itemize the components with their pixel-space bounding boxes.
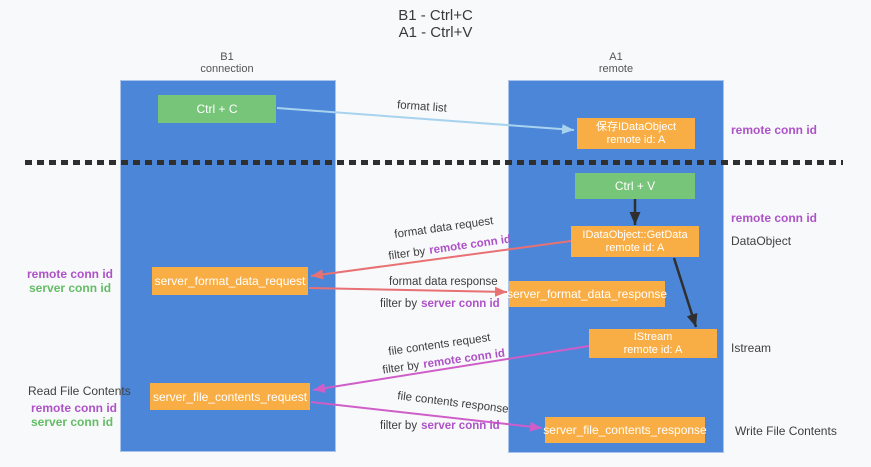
node-file-response-label: server_file_contents_response	[543, 423, 707, 437]
label-server-conn-id-format-left: server conn id	[29, 281, 112, 295]
node-ctrl-v: Ctrl + V	[575, 173, 695, 199]
diagram-title: B1 - Ctrl+C A1 - Ctrl+V	[0, 7, 871, 41]
phase-divider-dashed-line	[25, 160, 843, 165]
label-file-contents-response: file contents response	[396, 390, 510, 416]
label-remote-conn-id-file-left: remote conn id	[31, 401, 118, 415]
remote-conn-id-text: remote conn id	[428, 233, 512, 257]
arrow-format-data-response	[308, 286, 508, 297]
lane-header-b1: B1 connection	[167, 51, 287, 75]
label-format-list: format list	[396, 99, 448, 115]
node-ctrl-v-label: Ctrl + V	[614, 179, 656, 193]
node-getdata-line2: remote id: A	[605, 241, 665, 254]
node-format-response-label: server_format_data_response	[506, 287, 668, 301]
node-file-request-label: server_file_contents_request	[152, 389, 308, 404]
node-server-file-contents-response: server_file_contents_response	[543, 417, 707, 443]
node-istream-line2: remote id: A	[623, 343, 683, 356]
label-remote-conn-id-top-right: remote conn id	[731, 123, 818, 137]
label-server-conn-id-file-left: server conn id	[31, 415, 114, 429]
node-getdata-line1: IDataObject::GetData	[582, 228, 688, 241]
node-server-format-data-request: server_format_data_request	[152, 267, 308, 295]
node-istream: IStream remote id: A	[589, 329, 717, 358]
node-server-file-contents-request: server_file_contents_request	[150, 383, 310, 410]
label-write-file-contents: Write File Contents	[735, 424, 837, 438]
filter-by-text: filter by	[380, 298, 418, 310]
node-ctrl-c: Ctrl + C	[158, 95, 276, 123]
lane-header-a1: A1 remote	[556, 51, 676, 75]
label-format-data-response: format data response	[389, 276, 498, 288]
node-save-idataobject: 保存IDataObject remote id: A	[577, 118, 695, 149]
title-line-b1: B1 - Ctrl+C	[398, 7, 473, 24]
server-conn-id-text: server conn id	[421, 420, 500, 432]
filter-by-text: filter by	[381, 359, 421, 377]
node-save-idataobject-line2: remote id: A	[606, 133, 666, 146]
label-dataobject: DataObject	[731, 234, 792, 248]
label-remote-conn-id-format-left: remote conn id	[27, 267, 114, 281]
node-ctrl-c-label: Ctrl + C	[196, 102, 238, 116]
lane-b1-subtitle: connection	[200, 63, 254, 75]
label-istream: Istream	[731, 341, 772, 355]
filter-by-text: filter by	[387, 245, 427, 263]
label-read-file-contents: Read File Contents	[28, 384, 131, 398]
node-format-request-label: server_format_data_request	[154, 274, 306, 288]
node-save-idataobject-line1: 保存IDataObject	[595, 120, 677, 133]
title-line-a1: A1 - Ctrl+V	[398, 24, 473, 41]
lane-b1-title: B1	[220, 51, 234, 63]
node-idataobject-getdata: IDataObject::GetData remote id: A	[571, 226, 699, 257]
lane-a1-subtitle: remote	[598, 63, 634, 75]
filter-by-text: filter by	[380, 420, 418, 432]
node-server-format-data-response: server_format_data_response	[506, 281, 668, 307]
node-istream-line1: IStream	[633, 330, 673, 343]
label-remote-conn-id-mid-right: remote conn id	[731, 211, 818, 225]
lane-a1-title: A1	[609, 51, 623, 63]
server-conn-id-text: server conn id	[421, 298, 500, 310]
